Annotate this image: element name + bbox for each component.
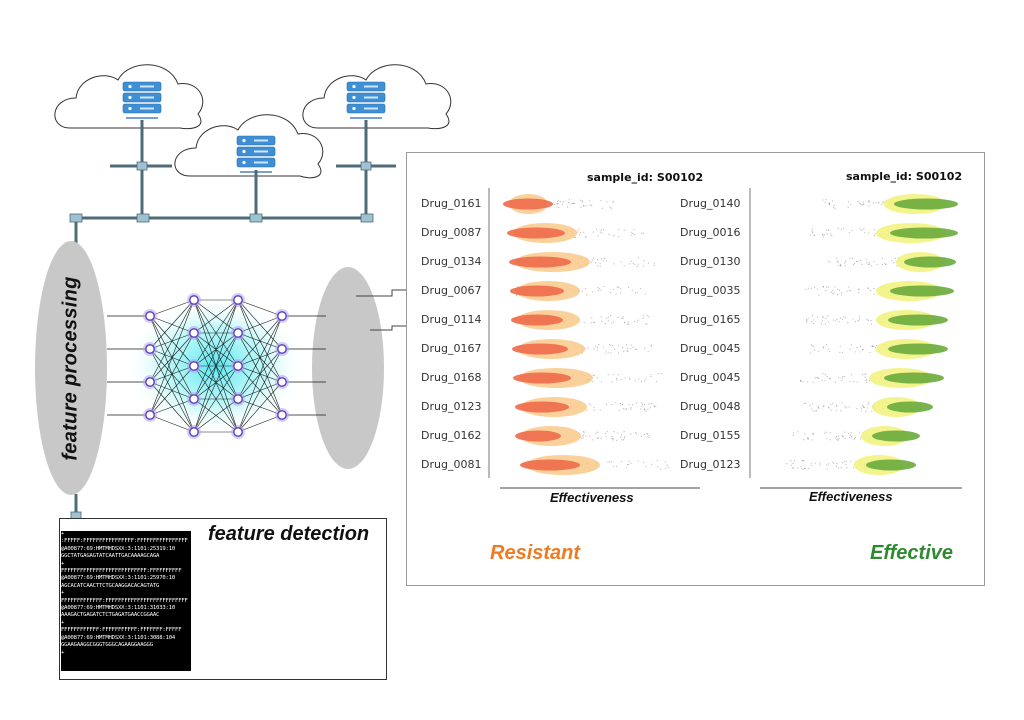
drug-label: Drug_0045 (680, 342, 741, 355)
feature-processing-ellipse (35, 241, 107, 495)
drug-label: Drug_0087 (421, 226, 482, 239)
right-x-axis-label: Effectiveness (809, 489, 893, 504)
fastq-line: + (61, 531, 65, 537)
drug-label: Drug_0168 (421, 371, 482, 384)
fastq-line: AGCACATCAACTTCTGCAAGGACACAGTATG (61, 582, 160, 589)
fastq-line: AAAGACTGAGATCTCTGAGATGAACCGGAAC (61, 612, 160, 619)
fastq-line: @A00877:69:HMTMHDSXX:3:1101:3088:104 (61, 634, 176, 641)
feature-processing-label-box: feature processing (36, 242, 106, 494)
fastq-line: @A00877:69:HMTMHDSXX:3:1101:25319:10 (61, 545, 176, 552)
drug-label: Drug_0140 (680, 197, 741, 210)
drug-label: Drug_0165 (680, 313, 741, 326)
output-ellipse (312, 267, 384, 469)
drug-label: Drug_0123 (680, 458, 741, 471)
feature-detection-title: feature detection (208, 523, 370, 545)
fastq-line: @A00877:69:HMTMHDSXX:3:1101:25970:10 (61, 575, 176, 582)
effective-label: Effective (870, 542, 954, 564)
drug-label: Drug_0114 (421, 313, 482, 326)
drug-label: Drug_0048 (680, 400, 741, 413)
drug-label: Drug_0081 (421, 458, 482, 471)
feature-processing-label: feature processing (59, 275, 82, 461)
results-panel (406, 152, 985, 586)
drug-label: Drug_0167 (421, 342, 482, 355)
neural-network-icon (107, 293, 326, 439)
resistant-label: Resistant (490, 542, 581, 564)
drug-label: Drug_0134 (421, 255, 482, 268)
drug-label: Drug_0130 (680, 255, 741, 268)
fastq-sequence-block: +:FFFFF:FFFFFFFFFFFFFFFF:FFFFFFFFFFFFFFF… (61, 531, 191, 671)
left-sample-id: sample_id: S00102 (587, 171, 704, 184)
fastq-line: :FFFFF:FFFFFFFFFFFFFFFF:FFFFFFFFFFFFFFFF (61, 538, 188, 545)
server-stacks (122, 81, 386, 173)
fastq-line: GGCTATGAGAGTATCAATTGACAAAAGCAGA (61, 553, 160, 560)
right-sample-id: sample_id: S00102 (846, 170, 963, 183)
fastq-line: FFFFFFFFFFFFF:FFFFFFFFFFFFFFFFFFFFFFFFFF (61, 597, 188, 604)
drug-label: Drug_0155 (680, 429, 741, 442)
left-x-axis-label: Effectiveness (550, 490, 634, 505)
connector-lines (356, 289, 406, 331)
fastq-line: + (61, 619, 65, 626)
fastq-line: @A00877:69:HMTMHDSXX:3:1101:31033:10 (61, 605, 176, 612)
fastq-line: FFFFFFFFFFFF:FFFFFFFFFFF:FFFFFFF:FFFFF (61, 627, 182, 634)
drug-label: Drug_0016 (680, 226, 741, 239)
fastq-line: FFFFFFFFFFFFFFFFFFFFFFFFFFF:FFFFFFFFFF (61, 568, 182, 575)
drug-label: Drug_0035 (680, 284, 741, 297)
drug-label: Drug_0162 (421, 429, 482, 442)
drug-label: Drug_0161 (421, 197, 482, 210)
fastq-line: + (61, 649, 65, 656)
drug-label: Drug_0123 (421, 400, 482, 413)
fastq-line: + (61, 590, 65, 597)
fastq-line: + (61, 560, 65, 567)
drug-label: Drug_0045 (680, 371, 741, 384)
fastq-line: GGAAGAAGGCGGGTGGGCAGAAGGAAGGG (61, 642, 153, 649)
drug-label: Drug_0067 (421, 284, 482, 297)
